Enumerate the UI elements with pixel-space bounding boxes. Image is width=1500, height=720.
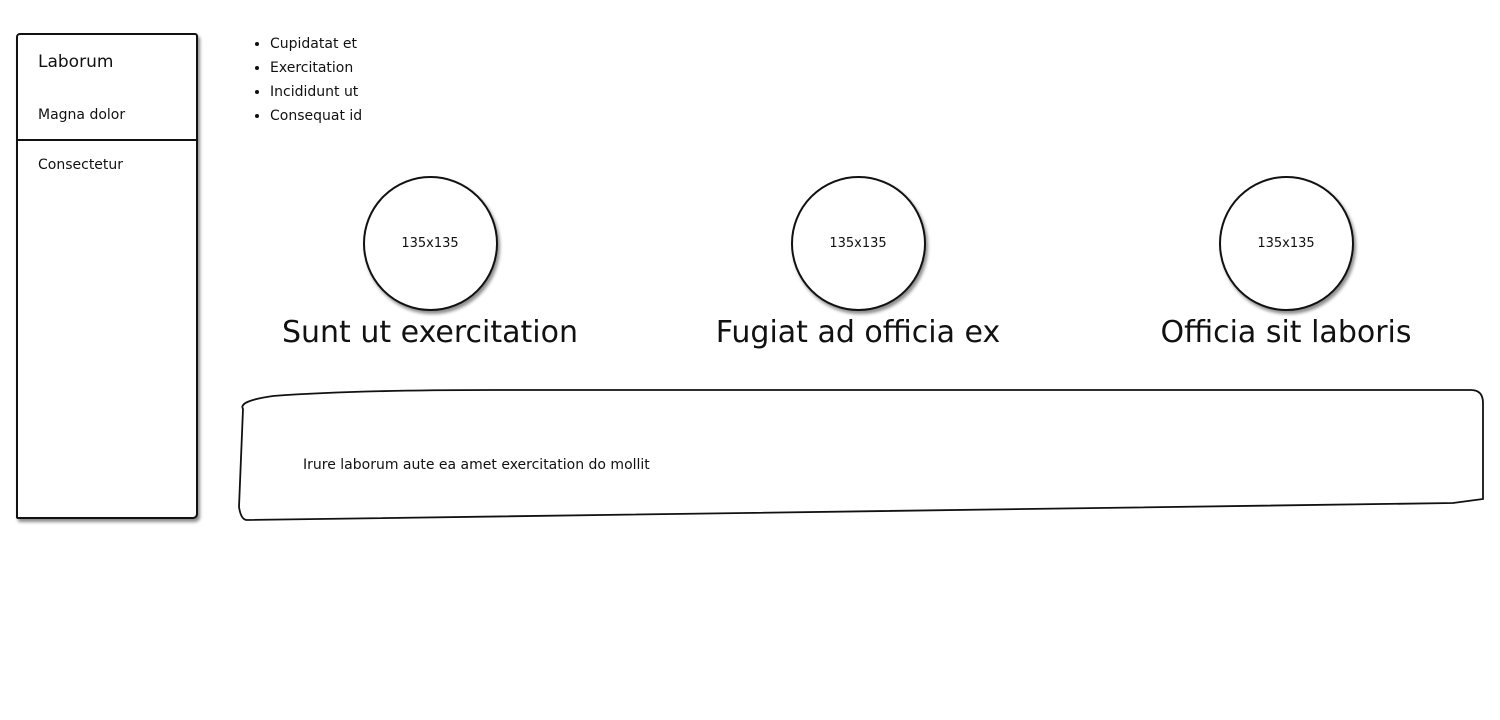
feature-image-placeholder: 135x135 [362,176,498,311]
sidebar-title: Laborum [38,52,114,72]
sidebar-subtitle: Magna dolor [38,107,126,123]
list-item[interactable]: Incididunt ut [270,80,362,104]
feature-title: Officia sit laboris [1160,315,1412,350]
sidebar-item-consectetur[interactable]: Consectetur [38,157,124,173]
bullet-list: Cupidatat et Exercitation Incididunt ut … [248,32,362,128]
list-item[interactable]: Cupidatat et [270,32,362,56]
sidebar: Laborum Magna dolor Consectetur [16,33,198,519]
feature-card: 135x135 Fugiat ad officia ex [678,176,1038,353]
note-box-outline [238,389,1484,521]
sidebar-header [18,35,196,141]
note-text: Irure laborum aute ea amet exercitation … [303,457,650,473]
image-size-label: 135x135 [401,236,459,251]
feature-title: Sunt ut exercitation [281,315,578,350]
list-item[interactable]: Consequat id [270,104,362,128]
note-box: Irure laborum aute ea amet exercitation … [233,389,1484,521]
image-size-label: 135x135 [1257,236,1315,251]
feature-card: 135x135 Sunt ut exercitation [250,176,610,353]
feature-image-placeholder: 135x135 [1218,176,1354,311]
feature-image-placeholder: 135x135 [790,176,926,311]
feature-card: 135x135 Officia sit laboris [1106,176,1466,353]
image-size-label: 135x135 [829,236,887,251]
list-item[interactable]: Exercitation [270,56,362,80]
feature-title: Fugiat ad officia ex [715,315,1001,350]
